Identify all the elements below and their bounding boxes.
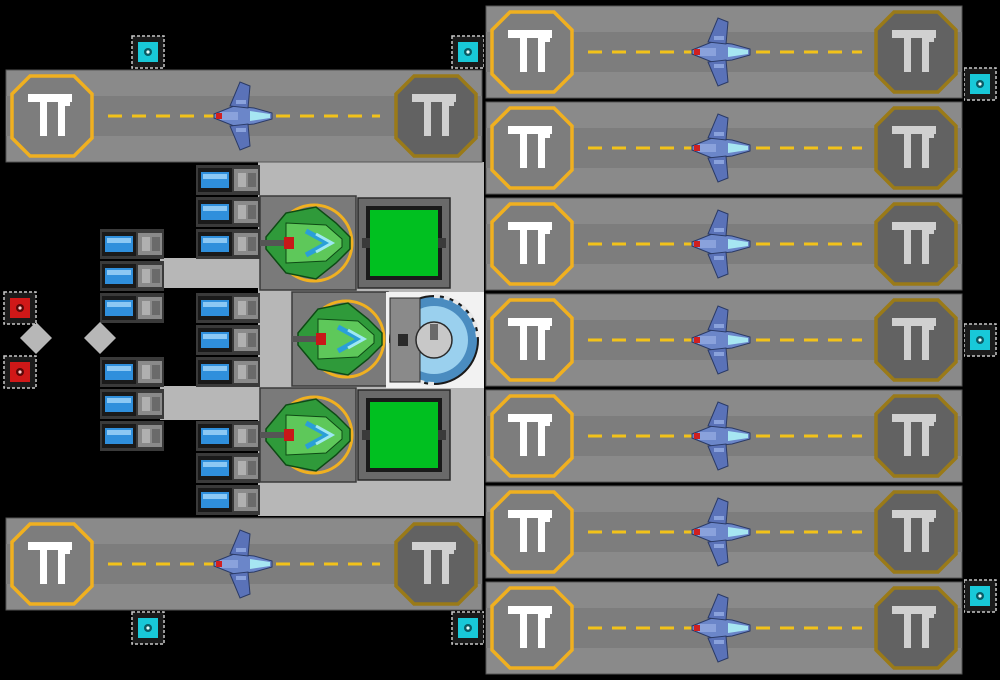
thruster-icon[interactable] [451,35,485,69]
hangar-right-7[interactable] [485,581,963,675]
hangar-left-top[interactable] [5,69,483,163]
landing-pad-icon[interactable] [874,586,958,670]
battery-icon[interactable] [100,421,164,451]
thruster-icon[interactable] [3,355,37,389]
landing-pad-icon[interactable] [874,298,958,382]
landing-pad-icon[interactable] [874,394,958,478]
hangar-right-6[interactable] [485,485,963,579]
thruster-icon[interactable] [963,67,997,101]
launch-pad-icon[interactable] [490,106,574,190]
hangar-right-2[interactable] [485,101,963,195]
battery-icon[interactable] [100,229,164,259]
battery-icon[interactable] [196,421,260,451]
battery-icon[interactable] [100,261,164,291]
battery-icon[interactable] [196,485,260,515]
thruster-icon[interactable] [963,579,997,613]
hangar-right-4[interactable] [485,293,963,387]
battery-icon[interactable] [196,165,260,195]
reactor-icon[interactable] [386,292,484,388]
hangar-right-3[interactable] [485,197,963,291]
thruster-icon[interactable] [963,323,997,357]
battery-icon[interactable] [196,293,260,323]
battery-icon[interactable] [100,389,164,419]
shield-generator-icon[interactable] [357,389,451,481]
battery-icon[interactable] [196,357,260,387]
battery-icon[interactable] [196,229,260,259]
thruster-icon[interactable] [451,611,485,645]
gunship-bay-middle[interactable] [292,291,389,387]
battery-icon[interactable] [196,325,260,355]
launch-pad-icon[interactable] [490,298,574,382]
thruster-icon[interactable] [131,35,165,69]
sensor-node [20,322,52,354]
launch-pad-icon[interactable] [10,74,94,158]
landing-pad-icon[interactable] [874,106,958,190]
landing-pad-icon[interactable] [874,10,958,94]
launch-pad-icon[interactable] [490,202,574,286]
gunship-bay-bottom[interactable] [260,387,357,483]
thruster-icon[interactable] [3,291,37,325]
hangar-right-1[interactable] [485,5,963,99]
battery-icon[interactable] [196,197,260,227]
gunship-bay-top[interactable] [260,195,357,291]
launch-pad-icon[interactable] [490,586,574,670]
battery-icon[interactable] [196,453,260,483]
hangar-left-bottom[interactable] [5,517,483,611]
landing-pad-icon[interactable] [394,522,478,606]
thruster-icon[interactable] [131,611,165,645]
launch-pad-icon[interactable] [490,394,574,478]
battery-icon[interactable] [100,357,164,387]
launch-pad-icon[interactable] [490,10,574,94]
landing-pad-icon[interactable] [874,490,958,574]
hangar-right-5[interactable] [485,389,963,483]
landing-pad-icon[interactable] [394,74,478,158]
launch-pad-icon[interactable] [10,522,94,606]
battery-icon[interactable] [100,293,164,323]
shield-generator-icon[interactable] [357,197,451,289]
launch-pad-icon[interactable] [490,490,574,574]
landing-pad-icon[interactable] [874,202,958,286]
sensor-node [84,322,116,354]
battery-bank [100,165,260,515]
